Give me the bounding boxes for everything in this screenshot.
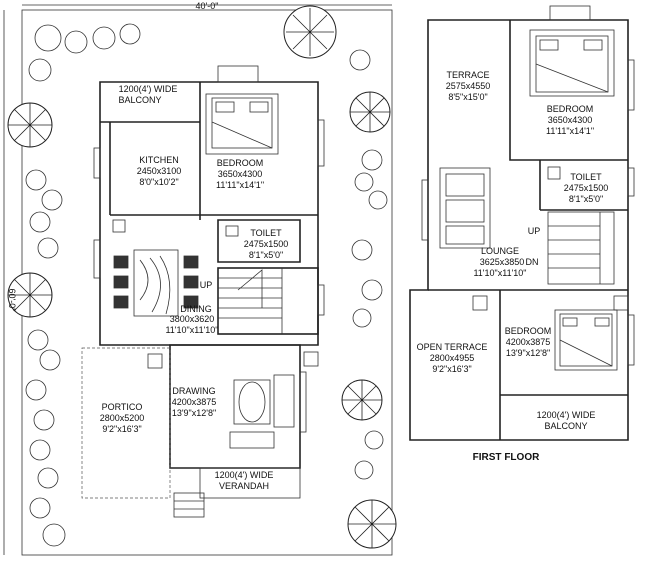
ff-bedroom-bottom-name: BEDROOM [505, 326, 552, 336]
bushes [25, 23, 388, 547]
drawing-column-icon [303, 351, 319, 367]
ff-bedroom-top-size-mm: 3650x4300 [548, 115, 593, 125]
lounge-sofa-icon [439, 167, 491, 249]
entrance-steps [173, 492, 205, 518]
ff-terrace-size-ft: 8'5"x15'0" [448, 92, 487, 102]
kitchen-walls [100, 82, 201, 220]
dining-table-icon [113, 249, 199, 317]
gf-portico-name: PORTICO [102, 402, 143, 412]
gf-balcony-line2: BALCONY [118, 95, 161, 105]
gf-toilet-size-mm: 2475x1500 [244, 239, 289, 249]
ff-balcony-line1: 1200(4') WIDE [537, 410, 596, 420]
first-bedroom-walls [509, 20, 628, 161]
ground-windows [93, 119, 325, 433]
ff-balcony-line2: BALCONY [544, 421, 587, 431]
gf-dining-name: DINING [180, 304, 212, 314]
gf-verandah-line2: VERANDAH [219, 481, 269, 491]
gf-drawing-name: DRAWING [172, 386, 215, 396]
first-top-bed-icon [529, 29, 615, 97]
gf-drawing-size-ft: 13'9"x12'8" [172, 408, 216, 418]
ff-lounge-size-mm: 3625x3850 [480, 257, 525, 267]
first-lounge-walls [428, 289, 628, 440]
ff-bedroom-top-size-ft: 11'11"x14'1" [546, 126, 594, 136]
ff-bedroom-bottom-size-ft: 13'9"x12'8" [506, 348, 550, 358]
verandah-outline [199, 467, 301, 499]
gf-dining-size-mm: 3800x3620 [170, 314, 215, 324]
portico-outline [81, 347, 171, 499]
gf-stair-up-label: UP [200, 280, 213, 290]
gf-kitchen-size-ft: 8'0"x10'2" [139, 177, 178, 187]
gf-toilet-size-ft: 8'1"x5'0" [249, 250, 283, 260]
ground-floor-plan [3, 4, 393, 556]
landscape-trees [7, 5, 397, 549]
tree-right-lower [341, 379, 383, 421]
ff-open-terrace-name: OPEN TERRACE [417, 342, 488, 352]
stair-treads [218, 268, 283, 334]
tree-top-center [283, 5, 337, 59]
gf-portico-size-ft: 9'2"x16'3" [102, 424, 141, 434]
drawing-sofa-icon [229, 374, 295, 449]
tree-right-upper [349, 91, 391, 133]
gf-toilet-name: TOILET [250, 228, 282, 238]
ff-lounge-name: LOUNGE [481, 246, 519, 256]
ff-open-terrace-size-mm: 2800x4955 [430, 353, 475, 363]
tree-bottom-right [347, 499, 397, 549]
toilet-fixture-icon [225, 225, 239, 237]
depth-dimension-label: 60'-0" [7, 289, 17, 312]
portico-column-icon [147, 353, 163, 369]
ff-lounge-dn-label: DN [526, 257, 539, 267]
first-windows [421, 59, 635, 366]
gf-kitchen-size-mm: 2450x3100 [137, 166, 182, 176]
kitchen-sink-icon [112, 219, 126, 233]
ff-terrace-size-mm: 2575x4550 [446, 81, 491, 91]
gf-kitchen-name: KITCHEN [139, 155, 179, 165]
ff-bedroom-top-name: BEDROOM [547, 104, 594, 114]
first-top-rail [549, 5, 591, 21]
ff-toilet-size-ft: 8'1"x5'0" [569, 194, 603, 204]
gf-bedroom-size-ft: 11'11"x14'1" [216, 180, 264, 190]
first-column-icon-right [613, 295, 629, 311]
ff-stair-up-label: UP [528, 226, 541, 236]
ff-bedroom-bottom-size-mm: 4200x3875 [506, 337, 551, 347]
first-column-icon-left [472, 295, 488, 311]
ground-bed-icon [205, 93, 279, 155]
ff-terrace-name: TERRACE [446, 70, 489, 80]
gf-bedroom-name: BEDROOM [217, 158, 264, 168]
first-stair [547, 211, 615, 285]
gf-portico-size-mm: 2800x5200 [100, 413, 145, 423]
gf-balcony-line1: 1200(4') WIDE [119, 84, 178, 94]
width-dimension-label: 40'-0" [196, 1, 219, 11]
ff-open-terrace-size-ft: 9'2"x16'3" [432, 364, 471, 374]
first-toilet-fixture-icon [547, 166, 561, 180]
ff-toilet-size-mm: 2475x1500 [564, 183, 609, 193]
first-floor-title: FIRST FLOOR [473, 452, 540, 463]
gf-drawing-size-mm: 4200x3875 [172, 397, 217, 407]
tree-left-upper [7, 102, 53, 148]
ff-lounge-size-ft: 11'10"x11'10" [473, 268, 526, 278]
first-floor-plan [409, 5, 635, 441]
toilet-walls [217, 219, 301, 263]
gf-verandah-line1: 1200(4') WIDE [215, 470, 274, 480]
first-toilet-walls [539, 160, 628, 211]
tree-left-middle [7, 272, 53, 318]
gf-bedroom-size-mm: 3650x4300 [218, 169, 263, 179]
first-bottom-bed-icon [554, 309, 618, 371]
first-floor-outline [409, 19, 629, 441]
top-balcony-rail [217, 65, 259, 83]
ff-toilet-name: TOILET [570, 172, 602, 182]
gf-dining-size-ft: 11'10"x11'10" [165, 325, 218, 335]
